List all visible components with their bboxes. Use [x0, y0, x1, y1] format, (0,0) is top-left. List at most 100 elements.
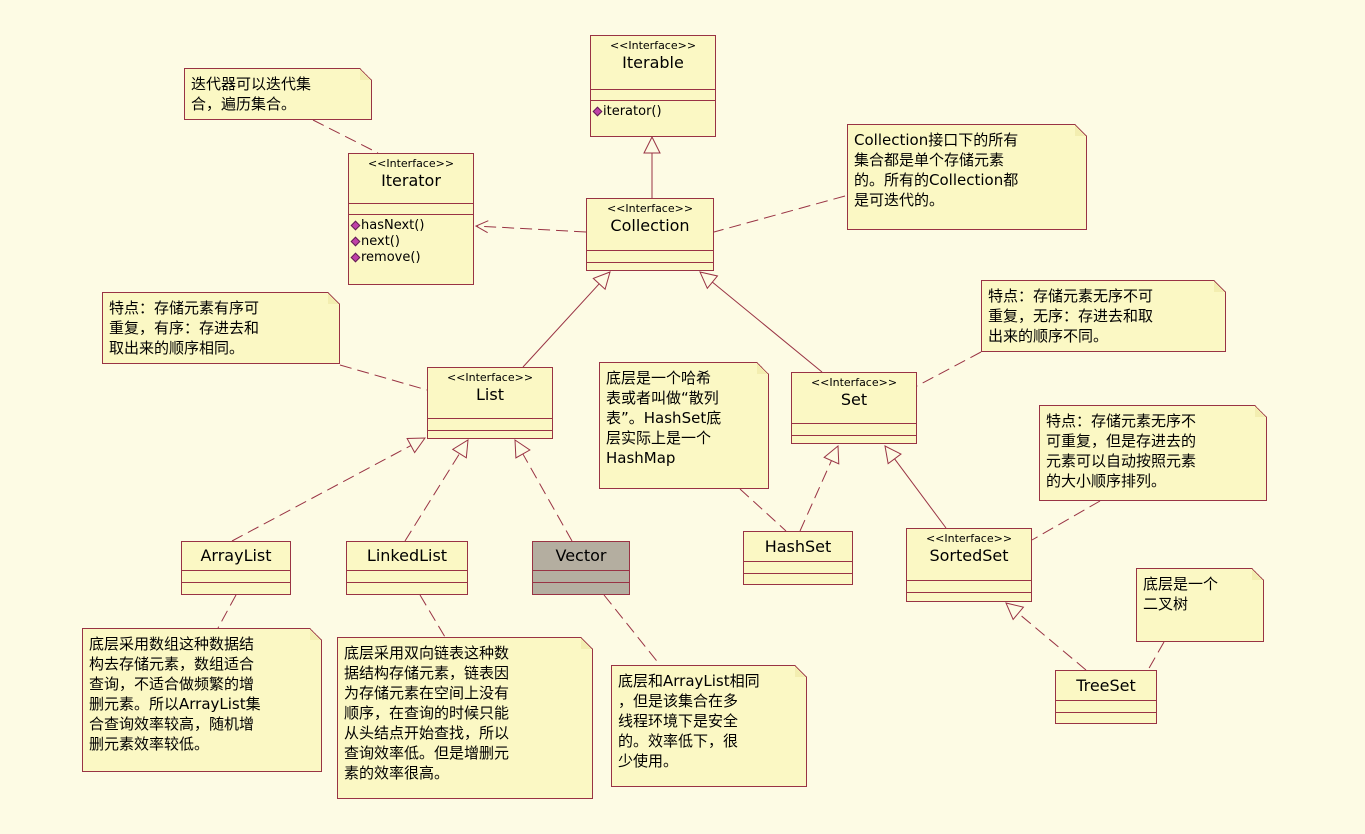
note-anchor-linkedlist [419, 594, 446, 638]
note-iterator[interactable]: 迭代器可以迭代集 合，遍历集合。 [184, 68, 372, 120]
attributes-section [1056, 700, 1156, 712]
class-hashset[interactable]: HashSet [743, 531, 853, 585]
class-name: Vector [555, 546, 607, 565]
note-line: 合查询效率较高，随机增 [89, 715, 255, 733]
stereotype-label: <<Interface>> [606, 202, 694, 215]
class-list[interactable]: <<Interface>> List [427, 367, 553, 439]
note-anchor-arraylist [217, 594, 237, 629]
note-line: 为存储元素在空间上没有 [344, 684, 510, 702]
stereotype-label: <<Interface>> [810, 376, 898, 389]
generalization-list-collection [522, 283, 600, 368]
note-line: 迭代器可以迭代集 [191, 75, 312, 93]
note-line: 的大小顺序排列。 [1046, 472, 1167, 490]
class-name: LinkedList [366, 546, 448, 565]
attributes-section [587, 250, 713, 262]
note-collection[interactable]: Collection接口下的所有 集合都是单个存储元素 的。所有的Collect… [847, 124, 1087, 230]
operation-icon [350, 252, 361, 263]
note-line: 表或者叫做“散列 [606, 389, 719, 407]
class-iterator[interactable]: <<Interface>> Iterator hasNext() next() … [348, 153, 474, 285]
note-anchor-list [339, 364, 428, 391]
generalization-set-collection-arrowhead [699, 271, 719, 290]
note-anchor-set [916, 351, 982, 387]
note-line: 特点：存储元素无序不可 [988, 287, 1154, 305]
note-vector[interactable]: 底层和ArrayList相同 ，但是该集合在多 线程环境下是安全 的。效率低下，… [611, 665, 807, 787]
operations-section [1056, 712, 1156, 713]
attributes-section [349, 203, 473, 214]
note-linkedlist[interactable]: 底层采用双向链表这种数 据结构存储元素，链表因 为存储元素在空间上没有 顺序，在… [337, 637, 593, 799]
note-anchor-collection [713, 195, 846, 233]
note-line: 出来的顺序不同。 [988, 327, 1109, 345]
realization-vector-list [522, 453, 573, 542]
note-line: 删元素效率较低。 [89, 735, 210, 753]
generalization-collection-iterable-arrowhead [643, 135, 661, 154]
note-line: 元素可以自动按照元素 [1046, 452, 1197, 470]
class-treeset[interactable]: TreeSet [1055, 670, 1157, 724]
class-vector[interactable]: Vector [532, 541, 630, 595]
note-line: 素的效率很高。 [344, 764, 450, 782]
note-line: 是可迭代的。 [854, 191, 945, 209]
class-name: Iterator [381, 171, 441, 190]
class-arraylist[interactable]: ArrayList [181, 541, 291, 595]
class-set[interactable]: <<Interface>> Set [791, 372, 917, 444]
generalization-sortedset-set [894, 458, 947, 529]
note-line: 少使用。 [618, 752, 679, 770]
realization-hashset-set [799, 460, 832, 532]
realization-treeset-sortedset [1017, 612, 1087, 671]
class-sortedset[interactable]: <<Interface>> SortedSet [906, 528, 1032, 602]
note-line: 集合都是单个存储元素 [854, 151, 1005, 169]
note-line: 特点：存储元素有序可 [109, 299, 260, 317]
attributes-section [428, 418, 552, 430]
note-sortedset[interactable]: 特点：存储元素无序不 可重复，但是存进去的 元素可以自动按照元素 的大小顺序排列… [1039, 405, 1267, 501]
operations-section [744, 573, 852, 574]
operations-section [907, 592, 1031, 593]
attributes-section [744, 561, 852, 573]
realization-linkedlist-list [404, 453, 460, 542]
generalization-set-collection [712, 281, 823, 373]
attributes-section [533, 570, 629, 582]
class-name: Collection [610, 216, 690, 235]
note-line: 表”。HashSet底 [606, 409, 722, 427]
operations-section [587, 262, 713, 263]
note-set[interactable]: 特点：存储元素无序不可 重复，无序：存进去和取 出来的顺序不同。 [981, 280, 1226, 352]
note-line: 可重复，但是存进去的 [1046, 432, 1197, 450]
note-arraylist[interactable]: 底层采用数组这种数据结 构去存储元素，数组适合 查询，不适合做频繁的增 删元素。… [82, 628, 322, 772]
note-line: 合，遍历集合。 [191, 95, 297, 113]
class-linkedlist[interactable]: LinkedList [346, 541, 468, 595]
stereotype-label: <<Interface>> [609, 39, 697, 52]
operations-section: hasNext() next() remove() [349, 214, 473, 266]
operations-section [533, 582, 629, 583]
realization-treeset-sortedset-arrowhead [1005, 602, 1025, 621]
dependency-arrowhead [474, 220, 489, 234]
note-line: 据结构存储元素，链表因 [344, 664, 510, 682]
operation: iterator() [592, 104, 715, 120]
operation: remove() [350, 250, 473, 266]
note-line: 线程环境下是安全 [618, 712, 739, 730]
stereotype-label: <<Interface>> [446, 371, 534, 384]
operations-section [792, 435, 916, 436]
class-name: HashSet [764, 537, 832, 556]
note-line: 的。所有的Collection都 [854, 171, 1019, 189]
operations-section [347, 582, 467, 583]
operation-icon [350, 236, 361, 247]
note-line: 层实际上是一个 [606, 429, 712, 447]
note-treeset[interactable]: 底层是一个 二叉树 [1136, 568, 1264, 642]
note-line: 底层采用双向链表这种数 [344, 644, 510, 662]
stereotype-label: <<Interface>> [925, 532, 1013, 545]
note-anchor-hashset [739, 488, 787, 532]
note-list[interactable]: 特点：存储元素有序可 重复，有序：存进去和 取出来的顺序相同。 [102, 292, 340, 364]
note-line: 特点：存储元素无序不 [1046, 412, 1197, 430]
note-hashset[interactable]: 底层是一个哈希 表或者叫做“散列 表”。HashSet底 层实际上是一个 Has… [599, 362, 769, 489]
note-line: 二叉树 [1143, 595, 1189, 613]
class-name: Set [840, 390, 868, 409]
class-collection[interactable]: <<Interface>> Collection [586, 198, 714, 271]
class-name: List [476, 385, 504, 404]
note-anchor-sortedset [1031, 500, 1101, 541]
operation: next() [350, 234, 473, 250]
attributes-section [347, 570, 467, 582]
class-name: TreeSet [1076, 676, 1136, 695]
note-line: 的。效率低下，很 [618, 732, 739, 750]
note-anchor-vector [603, 594, 661, 666]
operation-icon [592, 106, 603, 117]
note-line: 构去存储元素，数组适合 [89, 655, 255, 673]
class-iterable[interactable]: <<Interface>> Iterable iterator() [590, 35, 716, 137]
